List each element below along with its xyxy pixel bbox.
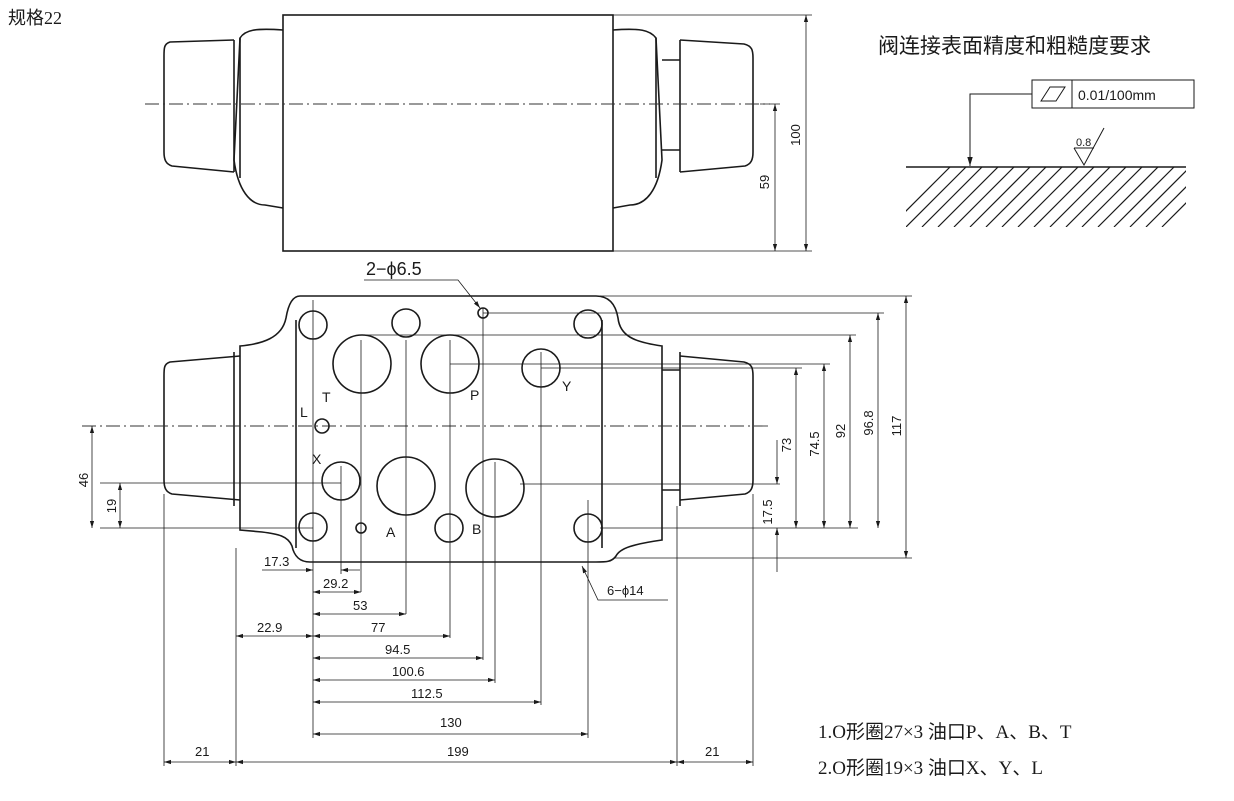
note-2: 2.O形圈19×3 油口X、Y、L bbox=[818, 757, 1043, 779]
top-right-shoulder bbox=[612, 28, 663, 209]
flatness-box bbox=[1071, 79, 1195, 109]
dim-17-5: 17.5 bbox=[760, 499, 775, 524]
dim-112-5: 112.5 bbox=[411, 686, 443, 701]
top-left-shoulder bbox=[233, 28, 284, 209]
dim-100: 100 bbox=[788, 124, 803, 146]
top-view: 100 59 bbox=[145, 14, 812, 252]
roughness-icon bbox=[1073, 127, 1105, 167]
dim-117: 117 bbox=[889, 416, 904, 437]
label-X: X bbox=[312, 451, 322, 467]
label-T: T bbox=[322, 389, 331, 405]
mount-hole bbox=[573, 309, 603, 339]
label-P: P bbox=[470, 387, 479, 403]
dim-199: 199 bbox=[447, 744, 469, 759]
flatness-icon bbox=[1040, 86, 1066, 102]
flatness-value: 0.01/100mm bbox=[1078, 87, 1156, 103]
dim-46: 46 bbox=[76, 473, 91, 487]
label-B: B bbox=[472, 521, 481, 537]
bottom-body bbox=[239, 295, 663, 563]
mount-hole bbox=[434, 513, 464, 543]
top-left-cap bbox=[163, 39, 235, 173]
label-L: L bbox=[300, 404, 308, 420]
surface-requirement: 阀连接表面精度和粗糙度要求 0.01/100mm 0.8 bbox=[878, 34, 1195, 227]
dim-77: 77 bbox=[371, 620, 385, 635]
bottom-right-cap bbox=[679, 355, 754, 501]
mount-hole bbox=[391, 308, 421, 338]
dim-17-3: 17.3 bbox=[264, 554, 289, 569]
dim-100-6: 100.6 bbox=[392, 664, 425, 679]
pin-holes-label: 2−ϕ6.5 bbox=[366, 259, 422, 279]
port-T bbox=[332, 334, 392, 394]
mount-holes-label: 6−ϕ14 bbox=[607, 583, 644, 598]
bottom-view: T P Y L X A B 2−ϕ6.5 6−ϕ14 bbox=[76, 259, 912, 766]
dim-74-5: 74.5 bbox=[807, 431, 822, 456]
dim-19: 19 bbox=[104, 499, 119, 513]
roughness-value: 0.8 bbox=[1076, 137, 1091, 149]
label-A: A bbox=[386, 524, 396, 540]
port-L bbox=[314, 418, 330, 434]
surface-requirement-title: 阀连接表面精度和粗糙度要求 bbox=[878, 34, 1151, 58]
dim-22-9: 22.9 bbox=[257, 620, 282, 635]
top-right-cap bbox=[679, 39, 754, 173]
dim-21-left: 21 bbox=[195, 744, 209, 759]
dim-59: 59 bbox=[757, 175, 772, 189]
dim-92: 92 bbox=[833, 424, 848, 438]
dim-94-5: 94.5 bbox=[385, 642, 410, 657]
surface-hatch bbox=[906, 167, 1186, 227]
dim-29-2: 29.2 bbox=[323, 576, 348, 591]
dim-53: 53 bbox=[353, 598, 367, 613]
dim-130: 130 bbox=[440, 715, 462, 730]
dim-96-8: 96.8 bbox=[861, 410, 876, 435]
label-Y: Y bbox=[562, 378, 572, 394]
spec-label: 规格22 bbox=[8, 8, 62, 28]
note-1: 1.O形圈27×3 油口P、A、B、T bbox=[818, 721, 1072, 743]
top-body bbox=[282, 14, 614, 252]
dim-21-right: 21 bbox=[705, 744, 719, 759]
dim-73: 73 bbox=[779, 438, 794, 452]
bottom-left-cap bbox=[163, 355, 241, 501]
